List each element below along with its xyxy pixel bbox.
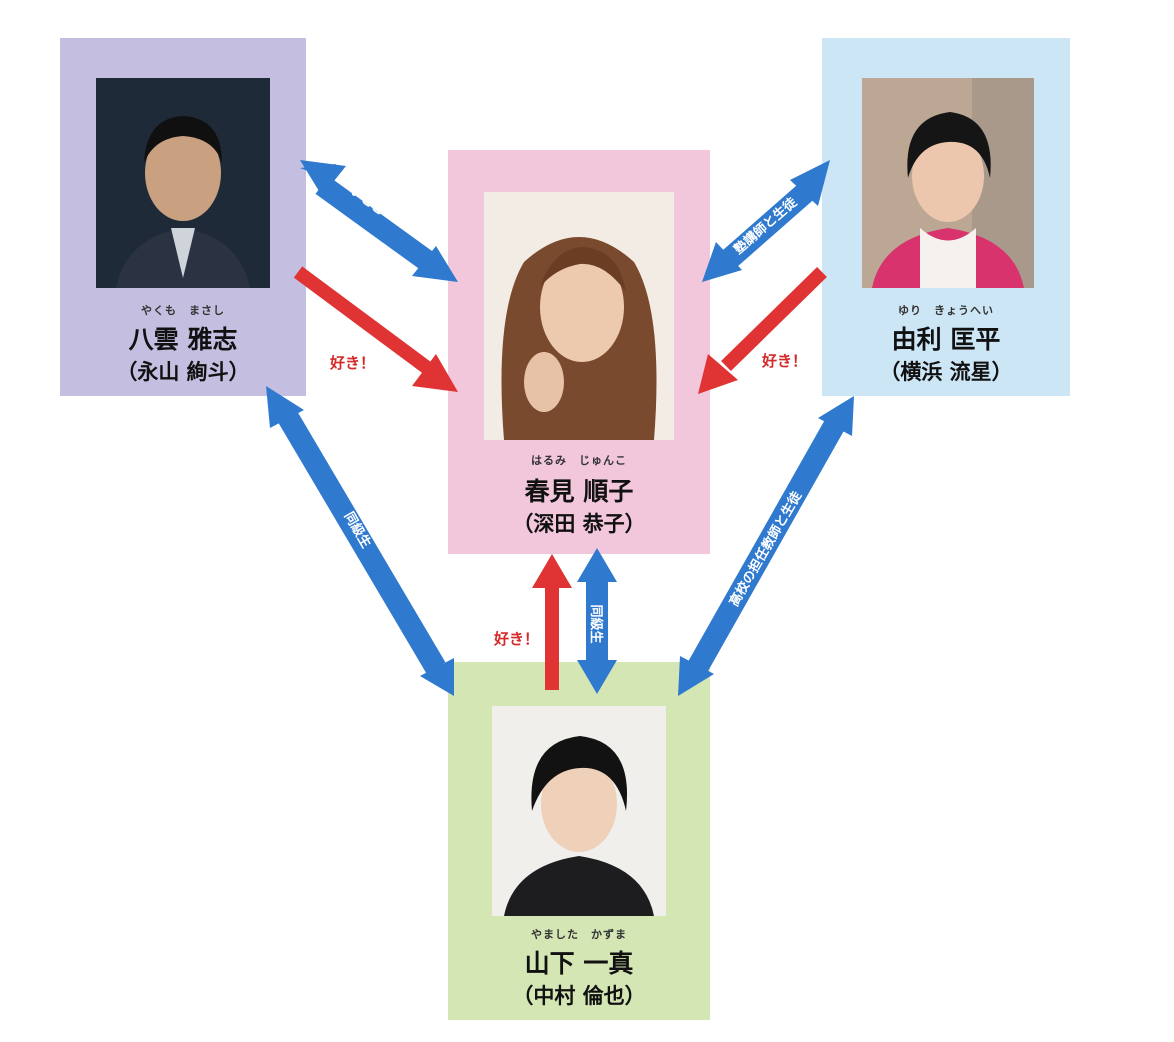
portrait-harumi [484, 192, 674, 440]
person-silhouette-icon [96, 78, 270, 288]
arrow-suki-yakumo-shaft [293, 266, 435, 376]
arrowhead [577, 660, 617, 694]
ruby-yakumo: やくも まさし [141, 304, 225, 317]
arrowhead [790, 160, 830, 206]
name-yamashita: 山下 一真 [524, 949, 634, 978]
arrow-doukyuusei-left-shaft [276, 408, 446, 674]
arrowhead [266, 386, 304, 428]
label-suki-yamashita: 好き！ [494, 630, 540, 648]
arrowhead [420, 658, 454, 696]
arrowhead [532, 554, 572, 588]
actor-yuri: （横浜 流星） [879, 360, 1013, 384]
person-silhouette-icon [862, 78, 1034, 288]
person-silhouette-icon [484, 192, 674, 440]
card-harumi: はるみ じゅんこ 春見 順子 （深田 恭子） [448, 150, 710, 554]
arrow-suki-yuri-shaft [721, 266, 827, 372]
label-suki-yuri: 好き！ [762, 352, 808, 370]
label-koukou: 高校の担任教師と生徒 [726, 488, 805, 609]
name-yuri: 由利 匡平 [891, 325, 1001, 354]
arrowhead [678, 656, 714, 696]
card-yakumo: やくも まさし 八雲 雅志 （永山 絢斗） [60, 38, 306, 396]
arrowhead [702, 242, 742, 282]
arrow-juku-shaft [718, 181, 816, 271]
arrowhead [577, 548, 617, 582]
portrait-yakumo [96, 78, 270, 288]
arrow-koukou-shaft [686, 420, 844, 676]
arrowhead [412, 354, 458, 392]
actor-yakumo: （永山 絢斗） [116, 360, 250, 384]
card-yamashita: やました かずま 山下 一真 （中村 倫也） [448, 662, 710, 1020]
label-suki-yakumo: 好き！ [330, 354, 376, 372]
ruby-yamashita: やました かずま [531, 928, 627, 941]
actor-yamashita: （中村 倫也） [512, 984, 646, 1008]
arrowhead [698, 354, 738, 394]
label-doukyuusei-center: 同級生 [588, 604, 604, 643]
name-yakumo: 八雲 雅志 [128, 325, 238, 354]
label-juku: 塾講師と生徒 [731, 194, 801, 258]
ruby-yuri: ゆり きょうへい [898, 304, 994, 317]
arrowhead [412, 246, 458, 282]
actor-harumi: （深田 恭子） [512, 512, 646, 536]
portrait-yuri [862, 78, 1034, 288]
arrow-itoko-shaft [315, 176, 441, 275]
card-yuri: ゆり きょうへい 由利 匡平 （横浜 流星） [822, 38, 1070, 396]
ruby-harumi: はるみ じゅんこ [531, 454, 627, 467]
arrowhead [818, 396, 854, 436]
arrowhead [300, 160, 346, 196]
portrait-yamashita [492, 706, 666, 916]
person-silhouette-icon [492, 706, 666, 916]
name-harumi: 春見 順子 [524, 477, 634, 506]
